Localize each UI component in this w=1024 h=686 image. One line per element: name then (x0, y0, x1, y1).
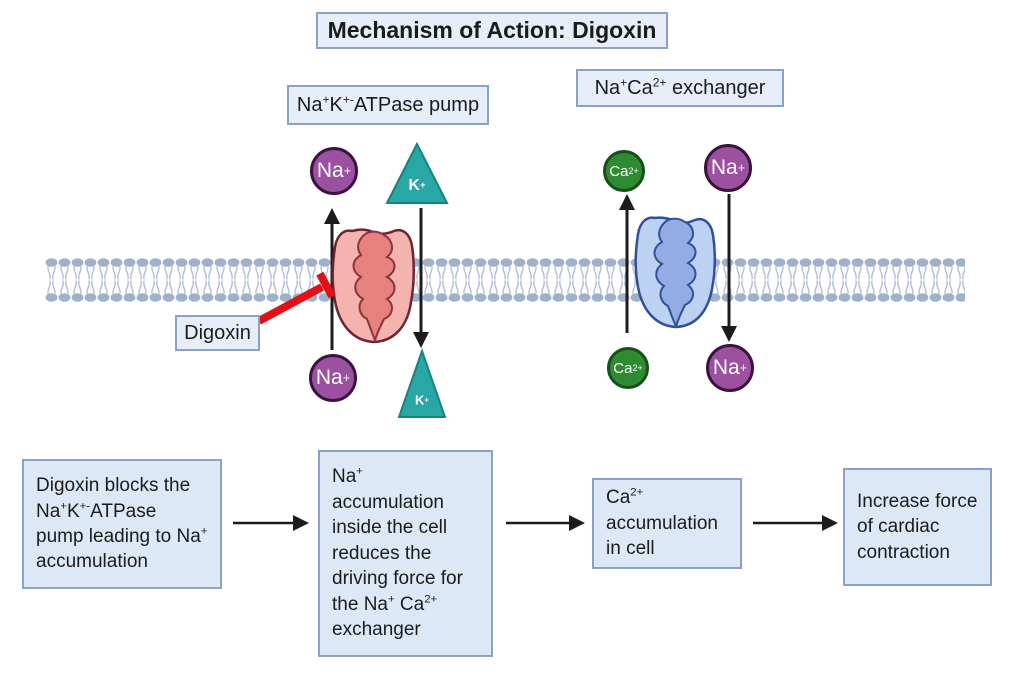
na-ion-bottom-right: Na+ (706, 344, 754, 392)
flow-box-text: Ca2+ accumulation in cell (606, 487, 718, 560)
diagram-title-text: Mechanism of Action: Digoxin (327, 17, 657, 43)
ion-symbol: Na (316, 159, 344, 182)
k-ion-label-top: K+ (408, 177, 426, 194)
flow-box-text: Increase force of cardiac contraction (857, 490, 978, 563)
ion-symbol: Ca (609, 162, 629, 180)
ion-symbol: Na (712, 356, 740, 379)
cell-membrane (45, 258, 965, 302)
flow-box-increased-contraction: Increase force of cardiac contraction (843, 468, 992, 586)
na-ion-top-right: Na+ (704, 144, 752, 192)
exchanger-label-text: Na+Ca2+ exchanger (594, 74, 766, 99)
k-ion-triangle-top (385, 141, 449, 204)
ion-symbol: K (408, 177, 420, 194)
digoxin-label-text: Digoxin (184, 321, 251, 344)
ion-symbol: Ca (613, 359, 633, 377)
flow-box-text: Na+ accumulation inside the cell reduces… (332, 466, 463, 641)
k-ion-label-bottom: K+ (415, 392, 429, 408)
na-ion-bottom-left: Na+ (309, 354, 357, 402)
flow-box-na-accumulation: Na+ accumulation inside the cell reduces… (318, 450, 493, 657)
diagram-title: Mechanism of Action: Digoxin (316, 12, 668, 49)
flow-box-digoxin-blocks-pump: Digoxin blocks the Na+K+-ATPase pump lea… (22, 459, 222, 589)
exchanger-protein (634, 216, 716, 329)
na-ion-top-left: Na+ (310, 147, 358, 195)
atpase-pump-protein (331, 228, 415, 344)
flow-box-text: Digoxin blocks the Na+K+-ATPase pump lea… (36, 475, 208, 573)
exchanger-label-box: Na+Ca2+ exchanger (576, 69, 784, 107)
pump-label-text: Na+K+-ATPase pump (296, 91, 480, 116)
flow-box-ca-accumulation: Ca2+ accumulation in cell (592, 478, 742, 569)
pump-label-box: Na+K+-ATPase pump (287, 85, 489, 125)
ion-symbol: K (415, 392, 425, 408)
ion-symbol: Na (710, 156, 738, 179)
digoxin-label-box: Digoxin (175, 315, 260, 351)
ion-symbol: Na (315, 366, 343, 389)
digoxin-inhibition-arrow (257, 271, 336, 325)
k-ion-triangle-bottom (397, 347, 447, 418)
